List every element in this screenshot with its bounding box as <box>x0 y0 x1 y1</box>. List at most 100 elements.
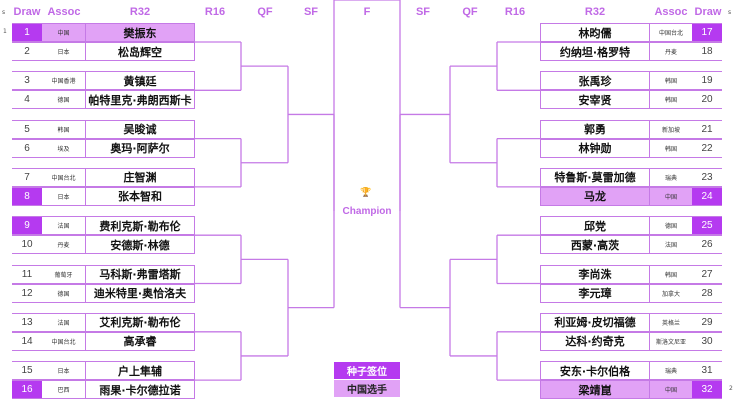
player-draw: 12 <box>21 287 33 299</box>
player-draw: 19 <box>701 75 713 87</box>
player-name: 马龙 <box>540 187 650 205</box>
player-name: 李尚洙 <box>540 265 650 283</box>
player-draw: 7 <box>24 171 30 183</box>
trophy-icon: 🏆 <box>360 188 372 198</box>
player-assoc: 中国香港 <box>51 78 76 86</box>
player-name: 马科斯·弗雷塔斯 <box>85 265 195 283</box>
player-draw: 1 <box>12 24 42 41</box>
player-draw: 23 <box>701 171 713 183</box>
header-draw-right: Draw <box>694 6 722 18</box>
player-assoc: 日本 <box>57 368 70 376</box>
player-row: 7 中国台北 庄智渊 <box>12 167 195 187</box>
player-row: 11 葡萄牙 马科斯·弗雷塔斯 <box>12 264 195 284</box>
player-assoc: 法国 <box>57 223 70 231</box>
header-qf-right: QF <box>462 6 478 18</box>
player-assoc: 日本 <box>57 193 70 201</box>
player-assoc: 英格兰 <box>661 319 680 327</box>
player-row: 李尚洙 韩国 27 <box>540 264 722 284</box>
legend-seed: 种子签位 <box>334 362 400 379</box>
player-draw: 10 <box>21 239 33 251</box>
player-row: 约纳坦·格罗特 丹麦 18 <box>540 42 722 61</box>
player-draw: 17 <box>692 24 722 41</box>
player-row: 9 法国 费利克斯·勒布伦 <box>12 216 195 236</box>
player-assoc: 葡萄牙 <box>54 271 73 279</box>
player-name: 达科·约奇克 <box>540 332 650 350</box>
player-draw: 6 <box>24 142 30 154</box>
player-draw: 22 <box>701 142 713 154</box>
header-r32-left: R32 <box>129 6 151 18</box>
player-assoc: 斯洛文尼亚 <box>655 338 686 346</box>
player-name: 特鲁斯·莫雷加德 <box>540 168 650 186</box>
player-assoc: 埃及 <box>57 145 70 153</box>
player-name: 黄镇廷 <box>85 72 195 90</box>
player-name: 高承睿 <box>85 332 195 350</box>
header-sf-right: SF <box>415 6 431 18</box>
player-assoc: 德国 <box>57 290 70 298</box>
player-name: 约纳坦·格罗特 <box>540 43 650 60</box>
player-name: 利亚姆·皮切福德 <box>540 313 650 331</box>
player-draw: 21 <box>701 123 713 135</box>
player-draw: 27 <box>701 268 713 280</box>
player-draw: 5 <box>24 123 30 135</box>
player-row: 利亚姆·皮切福德 英格兰 29 <box>540 312 722 332</box>
player-assoc: 韩国 <box>664 271 677 279</box>
player-draw: 29 <box>701 316 713 328</box>
left-side-number: 1 <box>3 28 7 35</box>
player-draw: 9 <box>12 217 42 235</box>
legend-chinese-player: 中国选手 <box>334 380 400 397</box>
player-name: 西蒙·高茨 <box>540 236 650 254</box>
header-qf-left: QF <box>257 6 273 18</box>
player-assoc: 韩国 <box>664 145 677 153</box>
player-draw: 32 <box>692 381 722 399</box>
player-assoc: 中国台北 <box>51 174 76 182</box>
player-name: 邱党 <box>540 217 650 235</box>
player-draw: 3 <box>24 75 30 87</box>
player-draw: 18 <box>701 46 713 57</box>
player-name: 李元璋 <box>540 284 650 302</box>
player-row: 西蒙·高茨 法国 26 <box>540 235 722 255</box>
header-r16-left: R16 <box>204 6 226 18</box>
player-draw: 25 <box>692 217 722 235</box>
header-r16-right: R16 <box>504 6 526 18</box>
player-name: 艾利克斯·勒布伦 <box>85 313 195 331</box>
player-assoc: 韩国 <box>57 126 70 134</box>
player-name: 张禹珍 <box>540 72 650 90</box>
player-name: 庄智渊 <box>85 168 195 186</box>
player-assoc: 丹麦 <box>664 49 677 56</box>
player-draw: 20 <box>701 94 713 106</box>
player-name: 梁靖崑 <box>540 381 650 399</box>
player-draw: 24 <box>692 187 722 205</box>
player-assoc: 法国 <box>664 242 677 250</box>
right-side-mark: s <box>728 9 732 16</box>
player-draw: 28 <box>701 287 713 299</box>
player-draw: 14 <box>21 335 33 347</box>
player-name: 雨果·卡尔德拉诺 <box>85 381 195 399</box>
player-name: 松岛辉空 <box>85 43 195 60</box>
player-name: 帕特里克·弗朗西斯卡 <box>85 91 195 109</box>
player-draw: 26 <box>701 239 713 251</box>
header-draw-left: Draw <box>13 6 41 18</box>
player-name: 费利克斯·勒布伦 <box>85 217 195 235</box>
player-draw: 11 <box>21 268 33 280</box>
player-row: 张禹珍 韩国 19 <box>540 71 722 91</box>
player-assoc: 瑞典 <box>664 368 677 376</box>
player-name: 吴晙诚 <box>85 120 195 138</box>
player-assoc: 韩国 <box>664 78 677 86</box>
header-assoc-right: Assoc <box>654 6 688 18</box>
player-assoc: 加拿大 <box>661 290 680 298</box>
player-row: 李元璋 加拿大 28 <box>540 283 722 303</box>
player-draw: 31 <box>701 365 713 377</box>
player-name: 樊振东 <box>85 24 195 41</box>
